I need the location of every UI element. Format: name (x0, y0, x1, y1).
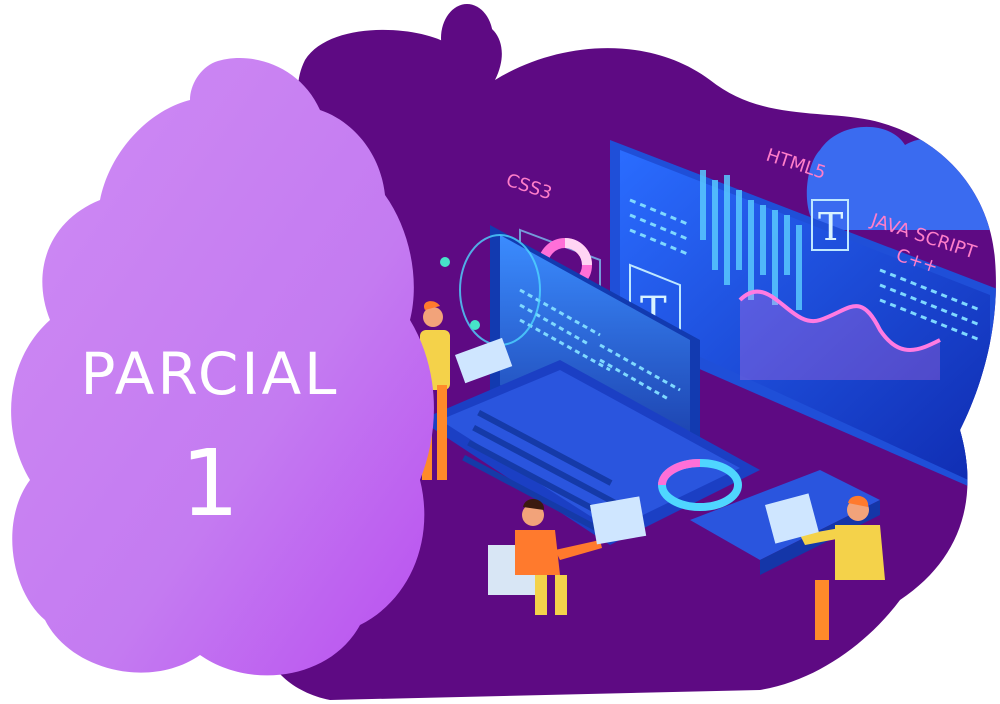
svg-text:T: T (818, 205, 843, 249)
title-number: 1 (180, 430, 240, 537)
title-parcial: PARCIAL (80, 340, 340, 408)
person-sitting-right (765, 493, 885, 640)
back-monitor: T (610, 140, 996, 500)
light-purple-blob (11, 58, 434, 676)
person-sitting-center (488, 496, 647, 615)
